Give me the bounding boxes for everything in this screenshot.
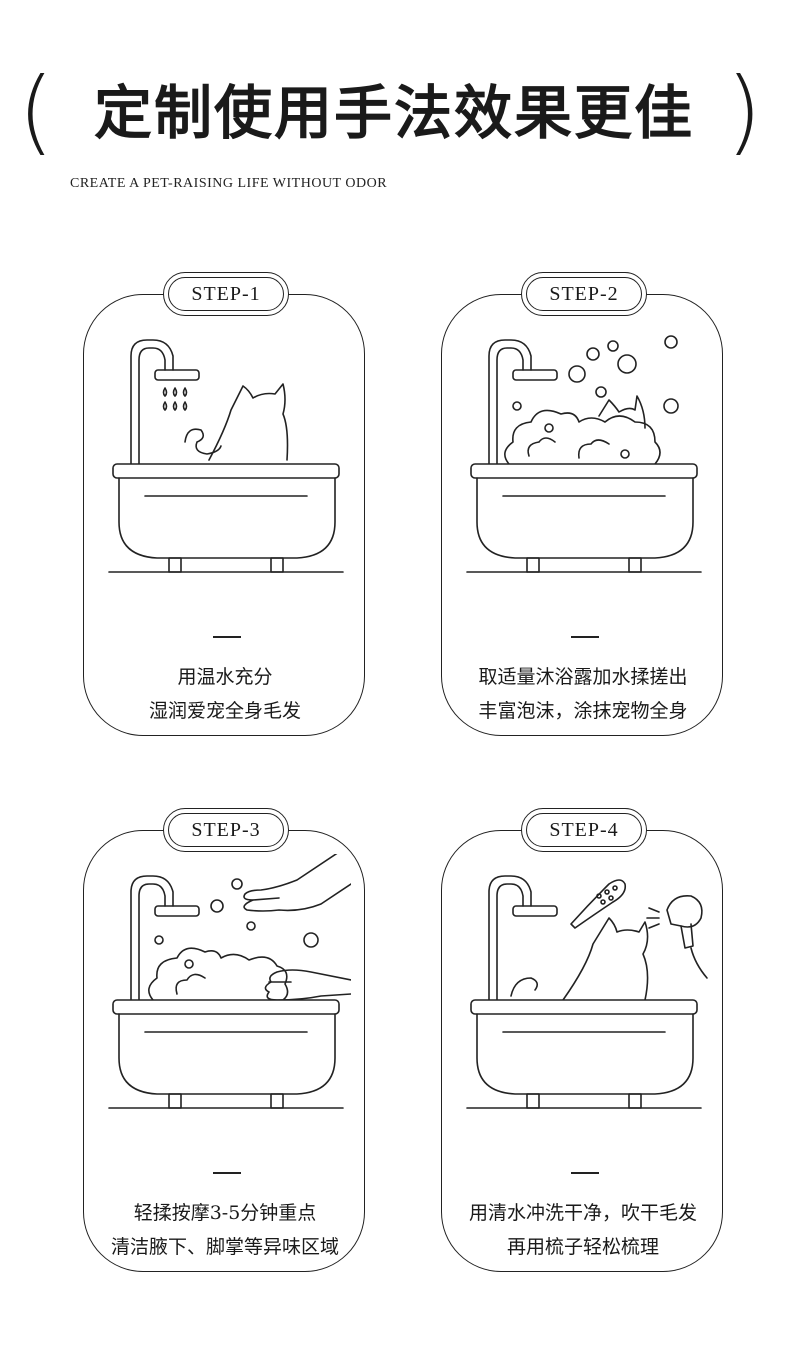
description-line-1: 用清水冲洗干净，吹干毛发 [468, 1202, 697, 1224]
hands-icon [243, 854, 351, 1001]
step-label: STEP-4 [526, 813, 642, 847]
step-description: 用清水冲洗干净，吹干毛发 再用梳子轻松梳理 [441, 1196, 725, 1264]
description-line-2: 再用梳子轻松梳理 [506, 1236, 659, 1258]
description-line-2: 丰富泡沫，涂抹宠物全身 [478, 700, 688, 722]
bath-dry-comb-illustration [466, 875, 708, 1109]
bath-shower-illustration [108, 339, 344, 573]
hair-dryer-icon [646, 894, 708, 979]
card-frame [441, 830, 723, 1272]
page-title: 定制使用手法效果更佳 [93, 79, 694, 147]
description-line-2: 清洁腋下、脚掌等异味区域 [110, 1236, 339, 1258]
divider-dash [571, 1172, 599, 1174]
step-description: 用温水充分 湿润爱宠全身毛发 [83, 660, 367, 728]
step-description: 取适量沐浴露加水揉搓出 丰富泡沫，涂抹宠物全身 [441, 660, 725, 728]
bath-foam-illustration [466, 335, 702, 573]
page-subtitle: CREATE A PET-RAISING LIFE WITHOUT ODOR [70, 176, 388, 191]
right-parenthesis: ) [726, 58, 762, 165]
card-frame [83, 294, 365, 736]
description-line-1: 用温水充分 [177, 666, 273, 688]
divider-dash [213, 1172, 241, 1174]
step-badge: STEP-4 [521, 808, 647, 852]
comb-icon [570, 879, 627, 929]
step-label: STEP-3 [168, 813, 284, 847]
bath-massage-illustration [108, 854, 351, 1109]
card-frame [83, 830, 365, 1272]
step-badge: STEP-2 [521, 272, 647, 316]
step-card-4: STEP-4 [441, 808, 725, 1274]
header: ( 定制使用手法效果更佳 ) CREATE A PET-RAISING LIFE… [0, 0, 790, 220]
step-label: STEP-2 [526, 277, 642, 311]
divider-dash [571, 636, 599, 638]
step-label: STEP-1 [168, 277, 284, 311]
left-parenthesis: ( [18, 58, 54, 165]
description-line-1: 轻揉按摩3-5分钟重点 [133, 1202, 317, 1224]
description-line-1: 取适量沐浴露加水揉搓出 [478, 666, 688, 688]
step-card-1: STEP-1 用温水充分 湿润爱宠全身毛发 [83, 272, 367, 738]
divider-dash [213, 636, 241, 638]
step-description: 轻揉按摩3-5分钟重点 清洁腋下、脚掌等异味区域 [83, 1196, 367, 1264]
foam-bubbles-icon [504, 335, 679, 465]
water-drops-icon [162, 387, 188, 411]
step-card-2: STEP-2 取适量沐浴露加水揉搓出 [441, 272, 725, 738]
step-badge: STEP-1 [163, 272, 289, 316]
step-badge: STEP-3 [163, 808, 289, 852]
step-card-3: STEP-3 轻揉按摩3-5分钟重点 清洁腋下、脚掌等异味区域 [83, 808, 367, 1274]
description-line-2: 湿润爱宠全身毛发 [148, 700, 301, 722]
